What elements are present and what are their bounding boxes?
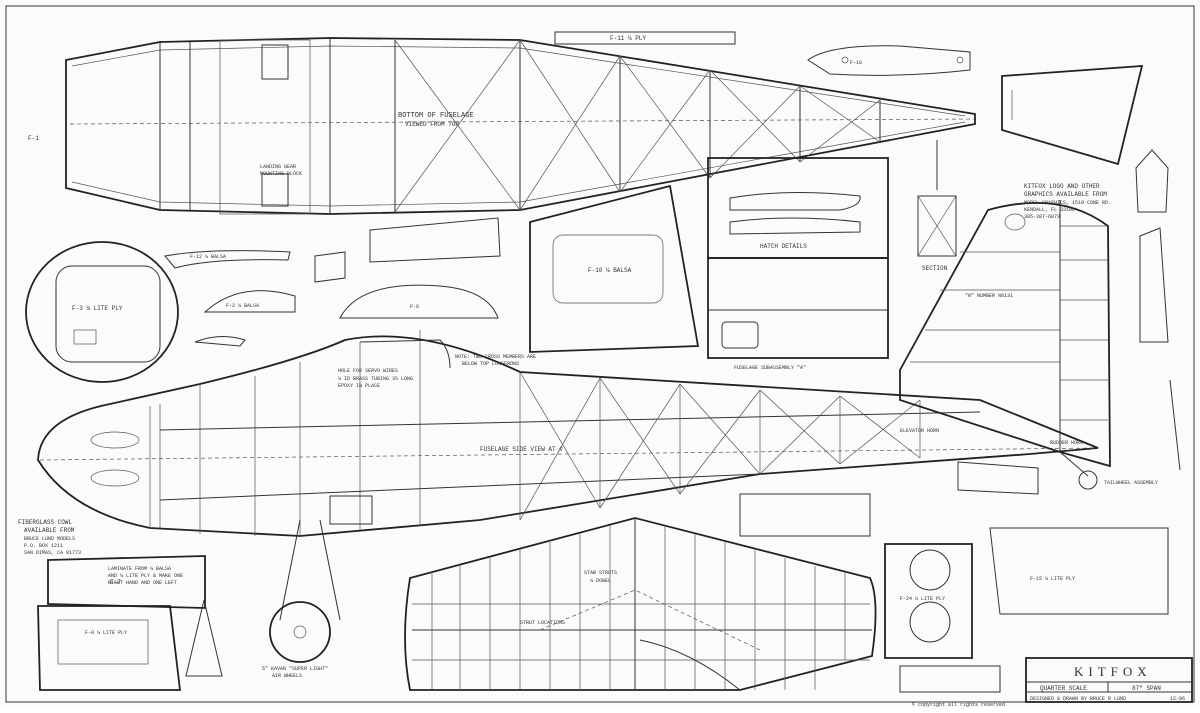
title-block: KITFOX QUARTER SCALE 87" SPAN DESIGNED &… bbox=[1025, 657, 1193, 703]
fuselage-side-view: FUSELAGE SIDE VIEW AT ¢ ELEVATOR HORN HO… bbox=[37, 330, 1099, 621]
part-f10: F-10 ⅛ BALSA bbox=[529, 184, 700, 353]
laminate-note-1: LAMINATE FROM ⅛ BALSA bbox=[108, 566, 171, 572]
part-f16-label: F-16 bbox=[850, 60, 862, 66]
part-f6-label: F-6 bbox=[410, 304, 419, 310]
fuselage-assembly-title: FUSELAGE SUBASSEMBLY "A" bbox=[734, 365, 806, 371]
wheels-note-1: 5" KAVAN "SUPER LIGHT" bbox=[262, 666, 328, 672]
part-f12-label: F-12 ⅛ BALSA bbox=[190, 254, 226, 260]
wing-panel: STRUT LOCATIONS STAB STRUTS ⅛ DOWEL bbox=[404, 517, 877, 691]
laminate-note-3: RIGHT HAND AND ONE LEFT bbox=[108, 580, 177, 586]
cross-members-note-2: BELOW TOP LONGERONS bbox=[462, 361, 519, 367]
firewall-outline bbox=[1001, 65, 1144, 166]
hole-servo-note-3: EPOXY IN PLACE bbox=[338, 383, 380, 389]
elevator-horn-label: ELEVATOR HORN bbox=[900, 428, 939, 434]
section-label: SECTION bbox=[922, 265, 948, 272]
strut-locations-label: STRUT LOCATIONS bbox=[520, 620, 565, 626]
fuselage-bottom-subtitle: VIEWED FROM TOP bbox=[405, 121, 459, 128]
copyright-notice: © copyright all rights reserved bbox=[912, 701, 1005, 708]
n-number-label: "N" NUMBER N8131 bbox=[965, 293, 1013, 299]
kitfox-note-5: 305-387-6873 bbox=[1024, 214, 1060, 220]
part-f15-label: F-15 ⅛ LITE PLY bbox=[1030, 576, 1075, 582]
part-f8-label: F-8 ⅛ LITE PLY bbox=[85, 630, 127, 636]
kitfox-note-3: MODEL GRAPHICS, 1510 CONE RD. bbox=[1024, 200, 1111, 206]
cowl-note-4: P.O. BOX 1211 bbox=[24, 543, 63, 549]
small-parts-right bbox=[1135, 149, 1181, 471]
part-f24-label: F-24 ⅛ LITE PLY bbox=[900, 596, 945, 602]
fuselage-bottom-title: BOTTOM OF FUSELAGE bbox=[398, 112, 474, 120]
tailwheel-label: TAILWHEEL ASSEMBLY bbox=[1104, 480, 1158, 486]
part-f2-label: F-2 ⅛ BALSA bbox=[226, 303, 259, 309]
title-block-title: KITFOX bbox=[1074, 664, 1152, 679]
part-f17: F-11 ⅛ PLY bbox=[554, 31, 736, 45]
kitfox-note-4: KENDALL, FL 33186 bbox=[1024, 207, 1075, 213]
section-detail: SECTION bbox=[917, 140, 957, 272]
part-f10-label: F-10 ⅛ BALSA bbox=[588, 267, 632, 274]
cowl-note-3: BRUCE LUND MODELS bbox=[24, 536, 75, 542]
fuselage-bottom-view: BOTTOM OF FUSELAGE VIEWED FROM TOP LANDI… bbox=[28, 37, 976, 215]
part-f3-label: F-3 ⅛ LITE PLY bbox=[72, 305, 123, 312]
wheels-note-2: AIR WHEELS bbox=[272, 673, 302, 679]
part-f11-label: F-11 ⅛ PLY bbox=[610, 35, 646, 42]
cross-members-note: NOTE: TWO CROSS MEMBERS ARE bbox=[455, 354, 536, 360]
kitfox-logo-note: KITFOX LOGO AND OTHER GRAPHICS AVAILABLE… bbox=[1024, 183, 1111, 220]
landing-gear-label-2: MOUNTING BLOCK bbox=[260, 171, 302, 177]
landing-gear-label: LANDING GEAR bbox=[260, 164, 296, 170]
fuselage-subassembly-a: FUSELAGE SUBASSEMBLY "A" bbox=[707, 257, 889, 371]
wheel-detail: 5" KAVAN "SUPER LIGHT" AIR WHEELS bbox=[262, 601, 331, 679]
hatch-details: HATCH DETAILS bbox=[707, 157, 889, 259]
kitfox-note-1: KITFOX LOGO AND OTHER bbox=[1024, 183, 1100, 190]
balsa-parts: F-12 ⅛ BALSA bbox=[164, 217, 501, 283]
lower-left-parts: FIBERGLASS COWL AVAILABLE FROM BRUCE LUN… bbox=[18, 519, 223, 691]
hatch-details-title: HATCH DETAILS bbox=[760, 243, 807, 250]
kitfox-note-2: GRAPHICS AVAILABLE FROM bbox=[1024, 191, 1107, 198]
vertical-fin: "N" NUMBER N8131 TAILWHEEL ASSEMBLY RUDD… bbox=[899, 200, 1158, 490]
title-block-date: 12-96 bbox=[1170, 696, 1185, 702]
part-f2-f6: F-2 ⅛ BALSA F-6 bbox=[194, 284, 499, 347]
hole-servo-note-2: ⅛ ID BRASS TUBING 3⅞ LONG bbox=[338, 376, 413, 382]
sheet-border bbox=[5, 5, 1195, 703]
fuselage-side-title: FUSELAGE SIDE VIEW AT ¢ bbox=[480, 446, 563, 453]
hole-servo-note: HOLE FOR SERVO WIRES bbox=[338, 368, 398, 374]
part-f16: F-16 bbox=[807, 45, 971, 76]
title-block-span: 87" SPAN bbox=[1132, 685, 1161, 692]
dowel-label: ⅛ DOWEL bbox=[590, 578, 611, 584]
cowl-note-2: AVAILABLE FROM bbox=[24, 527, 75, 534]
laminate-note-2: AND ⅛ LITE PLY & MAKE ONE bbox=[108, 573, 183, 579]
part-f1-label: F-1 bbox=[28, 135, 39, 142]
rudder-horn-label: RUDDER HORN bbox=[1050, 440, 1083, 446]
stab-struts-label: STAB STRUTS bbox=[584, 570, 617, 576]
cowl-note-1: FIBERGLASS COWL bbox=[18, 519, 72, 526]
lower-right-parts: F-24 ⅛ LITE PLY F-15 ⅛ LITE PLY bbox=[739, 461, 1169, 693]
part-f7-label: F-7 bbox=[110, 579, 121, 586]
part-f3-former: F-3 ⅛ LITE PLY bbox=[25, 241, 179, 383]
title-block-designer: DESIGNED & DRAWN BY BRUCE R LUND bbox=[1030, 696, 1126, 702]
title-block-scale: QUARTER SCALE bbox=[1040, 685, 1087, 692]
cowl-note-5: SAN DIMAS, CA 91773 bbox=[24, 550, 81, 556]
